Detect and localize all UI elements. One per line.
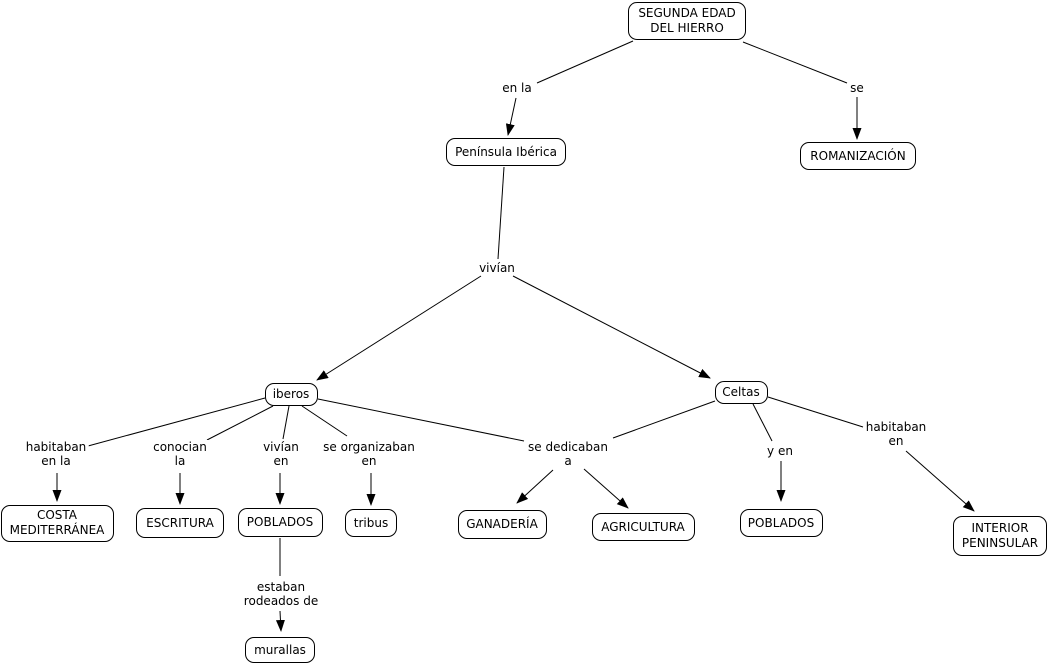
edge-celtas-to-habitaban-en [767, 396, 864, 428]
concept-node-iberos[interactable]: iberos [264, 382, 318, 406]
concept-node-murallas[interactable]: murallas [245, 637, 315, 663]
linking-label-conocian-la[interactable]: conocian la [151, 440, 209, 468]
concept-node-peninsula[interactable]: Península Ibérica [446, 138, 566, 166]
linking-label-vivian-en[interactable]: vivían en [261, 440, 301, 468]
edges-group [52, 40, 975, 632]
concept-node-agricultura[interactable]: AGRICULTURA [591, 513, 695, 541]
linking-label-habitaban-en[interactable]: habitaban en [863, 420, 929, 448]
linking-label-en-la[interactable]: en la [500, 81, 534, 95]
edge-en-la-to-peninsula [505, 97, 517, 136]
linking-label-y-en[interactable]: y en [765, 444, 795, 458]
edge-se-dedicaban-a-to-ganaderia [516, 469, 554, 504]
edge-iberos-to-vivian-en [282, 405, 290, 440]
concept-node-interior[interactable]: INTERIOR PENINSULAR [953, 516, 1047, 556]
linking-label-estaban-rodeados[interactable]: estaban rodeados de [241, 580, 321, 608]
concept-node-costa[interactable]: COSTA MEDITERRÁNEA [0, 504, 114, 542]
edge-celtas-to-se-dedicaban-a [612, 400, 716, 439]
edge-hierro-to-se [742, 41, 848, 84]
edge-vivian-to-iberos [316, 275, 482, 381]
edge-vivian-to-celtas [512, 275, 711, 379]
concept-node-tribus[interactable]: tribus [345, 509, 397, 537]
edge-estaban-rodeados-to-murallas [275, 610, 285, 632]
linking-label-se-organizaban-en[interactable]: se organizaban en [321, 440, 417, 468]
concept-node-ganaderia[interactable]: GANADERÍA [457, 509, 547, 539]
linking-label-se[interactable]: se [848, 81, 866, 95]
concept-node-hierro[interactable]: SEGUNDA EDAD DEL HIERRO [628, 2, 746, 40]
edge-celtas-to-y-en [752, 403, 773, 442]
linking-label-se-dedicaban-a[interactable]: se dedicaban a [526, 440, 610, 468]
edge-peninsula-to-vivian [497, 166, 505, 260]
concept-node-poblados-iberos[interactable]: POBLADOS [237, 507, 323, 537]
edge-se-dedicaban-a-to-agricultura [583, 468, 629, 509]
edge-iberos-to-habitaban-en-la [87, 397, 266, 447]
concept-node-celtas[interactable]: Celtas [714, 380, 768, 404]
concept-node-escritura[interactable]: ESCRITURA [136, 508, 224, 538]
edge-habitaban-en-to-interior [905, 450, 975, 512]
linking-label-vivian[interactable]: vivían [477, 261, 517, 275]
edge-iberos-to-se-organizaban-en [301, 405, 348, 437]
edge-hierro-to-en-la [536, 40, 634, 84]
edge-iberos-to-conocian-la [206, 405, 274, 441]
linking-label-habitaban-en-la[interactable]: habitaban en la [23, 440, 89, 468]
concept-node-poblados-celtas[interactable]: POBLADOS [739, 509, 823, 537]
edge-iberos-to-se-dedicaban-a [317, 398, 525, 442]
concept-node-romanizacion[interactable]: ROMANIZACIÓN [800, 142, 916, 170]
